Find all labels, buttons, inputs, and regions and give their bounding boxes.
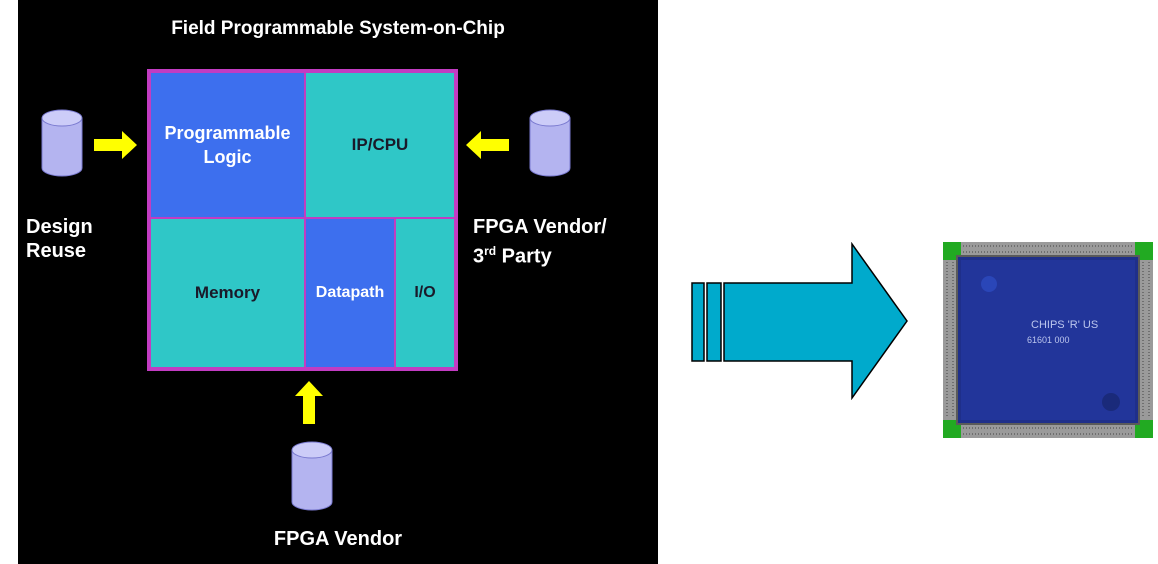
third-party-database-icon — [529, 109, 571, 177]
up-arrow-icon — [295, 381, 323, 424]
ip-cpu-block: IP/CPU — [304, 71, 456, 219]
third-prefix: 3 — [473, 245, 485, 268]
third-sup: rd — [484, 244, 497, 258]
io-block: I/O — [394, 217, 456, 369]
fpga-vendor-3rd-party-label: FPGA Vendor/ 3rd Party — [473, 215, 607, 269]
fpga-vendor-label: FPGA Vendor — [273, 528, 403, 550]
design-reuse-line2: Reuse — [26, 240, 87, 262]
design-reuse-label: Design Reuse — [26, 215, 93, 263]
big-right-arrow-icon — [691, 242, 908, 400]
chip-image: CHIPS 'R' US 61601 000 — [943, 242, 1153, 438]
memory-block: Memory — [149, 217, 306, 369]
design-reuse-line1: Design — [26, 216, 93, 238]
vendor-3rd-line1: FPGA Vendor/ — [473, 216, 607, 238]
left-arrow-icon — [466, 131, 509, 159]
datapath-block: Datapath — [304, 217, 396, 369]
design-reuse-database-icon — [41, 109, 83, 177]
programmable-logic-block: Programmable Logic — [149, 71, 306, 219]
vendor-3rd-line2: 3rd Party — [473, 239, 607, 269]
diagram-title: Field Programmable System-on-Chip — [171, 18, 505, 39]
right-arrow-icon — [94, 131, 137, 159]
chip-marking-1: CHIPS 'R' US — [1031, 319, 1098, 331]
fpsoc-diagram-panel: Field Programmable System-on-Chip Progra… — [18, 0, 658, 564]
fpga-vendor-database-icon — [291, 441, 333, 511]
chip-marking-2: 61601 000 — [1027, 335, 1070, 345]
soc-frame: Programmable Logic IP/CPU Memory Datapat… — [147, 69, 458, 371]
party-suffix: Party — [496, 245, 552, 268]
